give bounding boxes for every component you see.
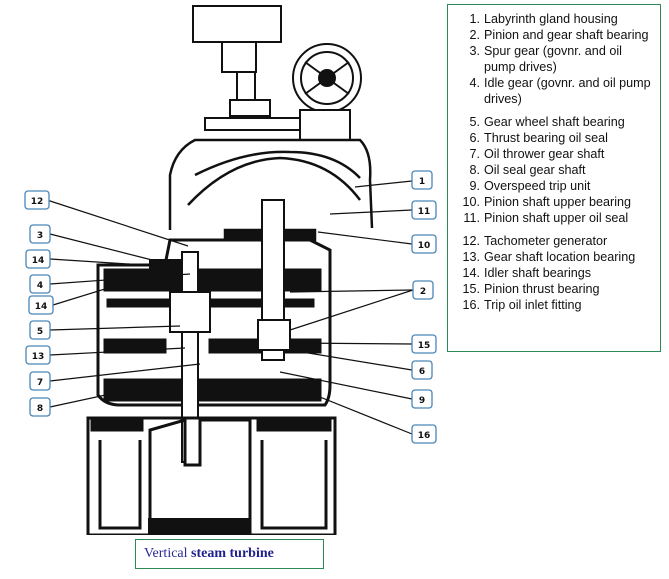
callout-2-label: 2 (420, 287, 426, 297)
callout-1: 1 (411, 170, 433, 190)
callout-13-label: 13 (32, 352, 45, 362)
legend-item-12: 12.Tachometer generator (462, 234, 608, 248)
legend-item-15: 15.Pinion thrust bearing (462, 282, 600, 296)
callout-6-label: 6 (419, 367, 425, 377)
callout-5: 5 (29, 320, 51, 340)
turbine-base (86, 416, 337, 535)
callout-3-label: 3 (37, 231, 43, 241)
callout-7-label: 7 (37, 378, 43, 388)
legend-item-4: 4.Idle gear (govnr. and oil pump drives) (469, 76, 651, 106)
callout-4-label: 4 (37, 281, 43, 291)
legend-item-11: 11.Pinion shaft upper oil seal (463, 211, 629, 225)
callout-2: 2 (412, 280, 434, 300)
turbine-cross-section-drawing: 1 11 10 2 15 6 9 16 12 3 14 4 (24, 5, 437, 535)
callout-9-label: 9 (419, 396, 425, 406)
callout-14b-label: 14 (35, 302, 48, 312)
shafts (149, 199, 291, 463)
legend-item-3: 3.Spur gear (govnr. and oil pump drives) (469, 44, 622, 74)
callout-4: 4 (29, 274, 51, 294)
legend-item-2: 2.Pinion and gear shaft bearing (469, 28, 649, 42)
callout-14b: 14 (28, 295, 54, 315)
callout-7: 7 (29, 371, 51, 391)
callout-1-label: 1 (419, 177, 425, 187)
leader-lines (46, 180, 414, 435)
callout-16-label: 16 (418, 431, 431, 441)
callout-15: 15 (411, 334, 437, 354)
parts-legend: 1.Labyrinth gland housing 2.Pinion and g… (447, 4, 661, 352)
callout-15-label: 15 (418, 341, 431, 351)
callout-11: 11 (411, 200, 437, 220)
legend-item-7: 7.Oil thrower gear shaft (469, 147, 605, 161)
callout-12: 12 (24, 190, 50, 210)
callout-6: 6 (411, 360, 433, 380)
oil-pump-wheel (292, 43, 362, 141)
legend-item-10: 10.Pinion shaft upper bearing (462, 195, 632, 209)
legend-item-9: 9.Overspeed trip unit (469, 179, 591, 193)
legend-item-16: 16.Trip oil inlet fitting (462, 298, 582, 312)
callout-10: 10 (411, 234, 437, 254)
callout-8-label: 8 (37, 404, 43, 414)
legend-item-14: 14.Idler shaft bearings (462, 266, 592, 280)
caption-bold: steam turbine (191, 546, 274, 561)
callout-13: 13 (25, 345, 51, 365)
callout-5-label: 5 (37, 327, 43, 337)
callout-8: 8 (29, 397, 51, 417)
parts-legend-list: 1.Labyrinth gland housing 2.Pinion and g… (458, 11, 652, 313)
figure-caption: Vertical steam turbine (135, 539, 324, 569)
callout-12-label: 12 (31, 197, 44, 207)
caption-prefix: Vertical (144, 546, 192, 561)
legend-item-1: 1.Labyrinth gland housing (469, 12, 618, 26)
callout-3: 3 (29, 224, 51, 244)
governor-assembly (192, 5, 301, 131)
legend-item-5: 5.Gear wheel shaft bearing (469, 115, 625, 129)
legend-item-8: 8.Oil seal gear shaft (469, 163, 586, 177)
legend-item-6: 6.Thrust bearing oil seal (469, 131, 608, 145)
callout-16: 16 (411, 424, 437, 444)
callout-14a: 14 (25, 249, 51, 269)
callout-11-label: 11 (418, 207, 431, 217)
callout-10-label: 10 (418, 241, 431, 251)
callout-14a-label: 14 (32, 256, 45, 266)
legend-item-13: 13.Gear shaft location bearing (462, 250, 636, 264)
callout-9: 9 (411, 389, 433, 409)
